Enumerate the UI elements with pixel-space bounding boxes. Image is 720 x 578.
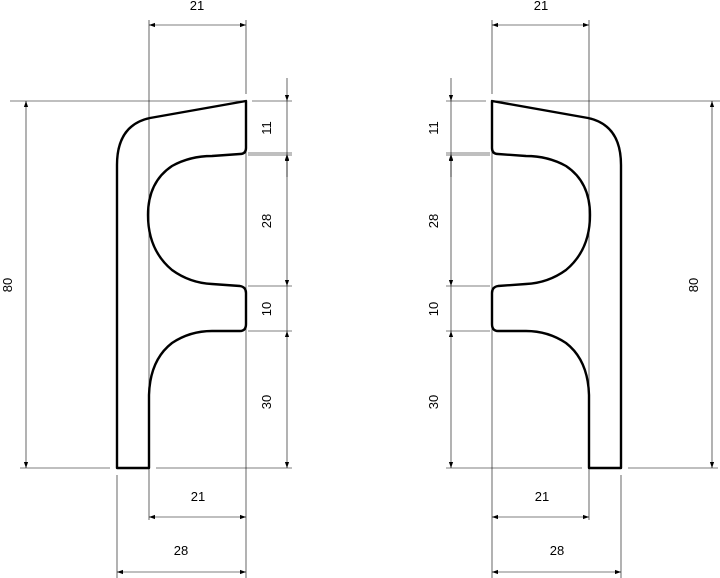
left-dim-lower-slot: 30: [259, 395, 274, 409]
right-dim-bottom-total: 28: [550, 543, 564, 558]
left-dim-bottom-total: 28: [174, 543, 188, 558]
right-profile-outline: [490, 99, 623, 470]
right-dim-tip-height: 11: [426, 121, 441, 135]
left-dim-top-width: 21: [190, 0, 204, 13]
left-dim-upper-slot: 28: [259, 214, 274, 228]
right-profile: [446, 20, 720, 578]
right-dim-bottom-inner: 21: [535, 489, 549, 504]
right-dim-lower-slot: 30: [426, 395, 441, 409]
left-profile-outline: [115, 99, 248, 470]
left-profile: 21 80 11 28 10 30 21 28: [0, 0, 292, 578]
right-dim-upper-slot: 28: [426, 214, 441, 228]
left-dim-middle-tab: 10: [259, 302, 274, 316]
left-dim-tip-height: 11: [259, 121, 274, 135]
right-dim-total-height: 80: [686, 278, 701, 292]
left-dim-total-height: 80: [0, 278, 15, 292]
right-dim-middle-tab: 10: [426, 302, 441, 316]
right-dim-top-width: 21: [534, 0, 548, 13]
left-dim-bottom-inner: 21: [191, 489, 205, 504]
right-profile-labels: 21 80 11 28 10 30 21 28: [426, 0, 701, 558]
